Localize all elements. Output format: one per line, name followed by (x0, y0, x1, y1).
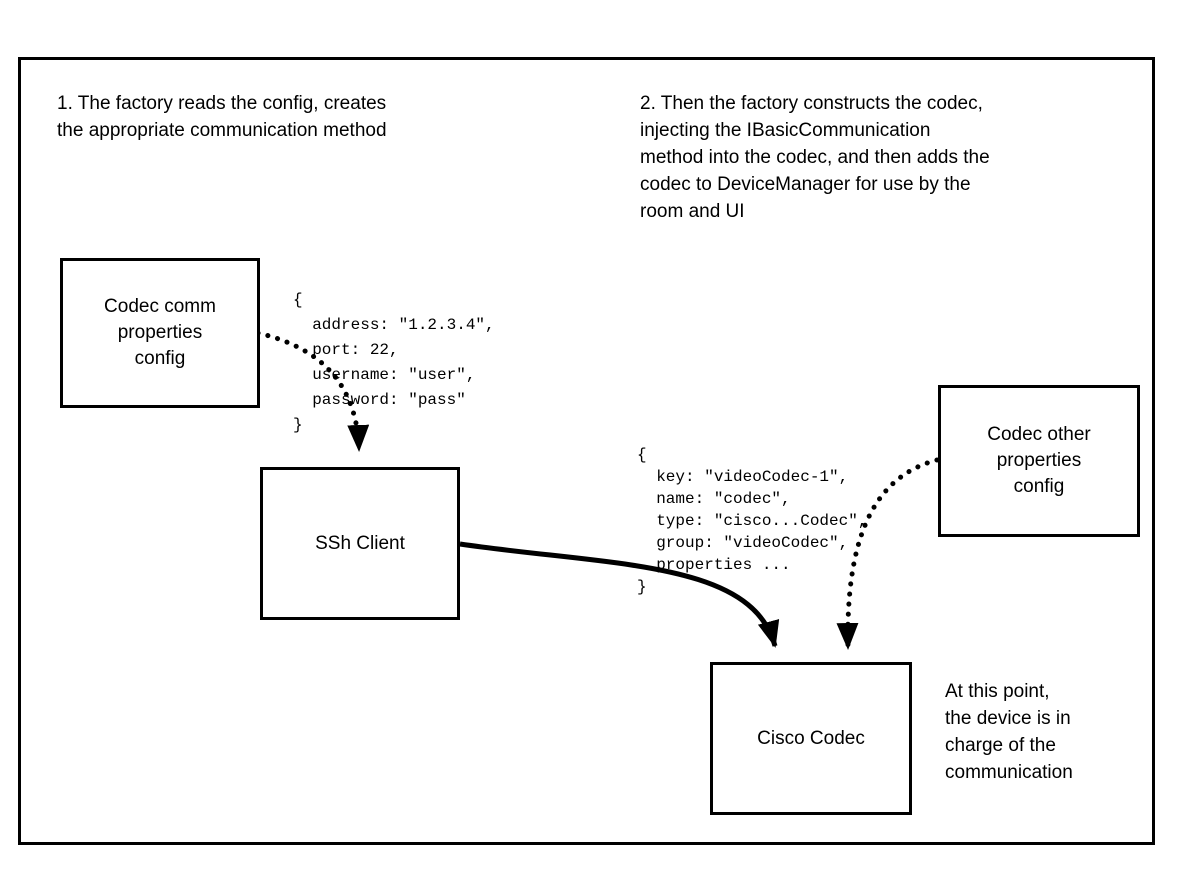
box-codec-comm-config-label: Codec comm properties config (104, 296, 216, 369)
note-step1: 1. The factory reads the config, creates… (57, 93, 387, 141)
box-cisco-codec: Cisco Codec (710, 662, 912, 815)
box-cisco-codec-label: Cisco Codec (757, 727, 865, 749)
box-codec-comm-config: Codec comm properties config (60, 258, 260, 408)
box-codec-other-config-label: Codec other properties config (987, 424, 1091, 497)
box-codec-other-config: Codec other properties config (938, 385, 1140, 537)
code-codec-properties: { key: "videoCodec-1", name: "codec", ty… (637, 446, 868, 596)
note-step2: 2. Then the factory constructs the codec… (640, 93, 990, 222)
box-ssh-client-label: SSh Client (315, 532, 405, 554)
code-comm-properties: { address: "1.2.3.4", port: 22, username… (293, 291, 495, 434)
box-ssh-client: SSh Client (260, 467, 460, 620)
note-endpoint: At this point, the device is in charge o… (945, 681, 1073, 783)
